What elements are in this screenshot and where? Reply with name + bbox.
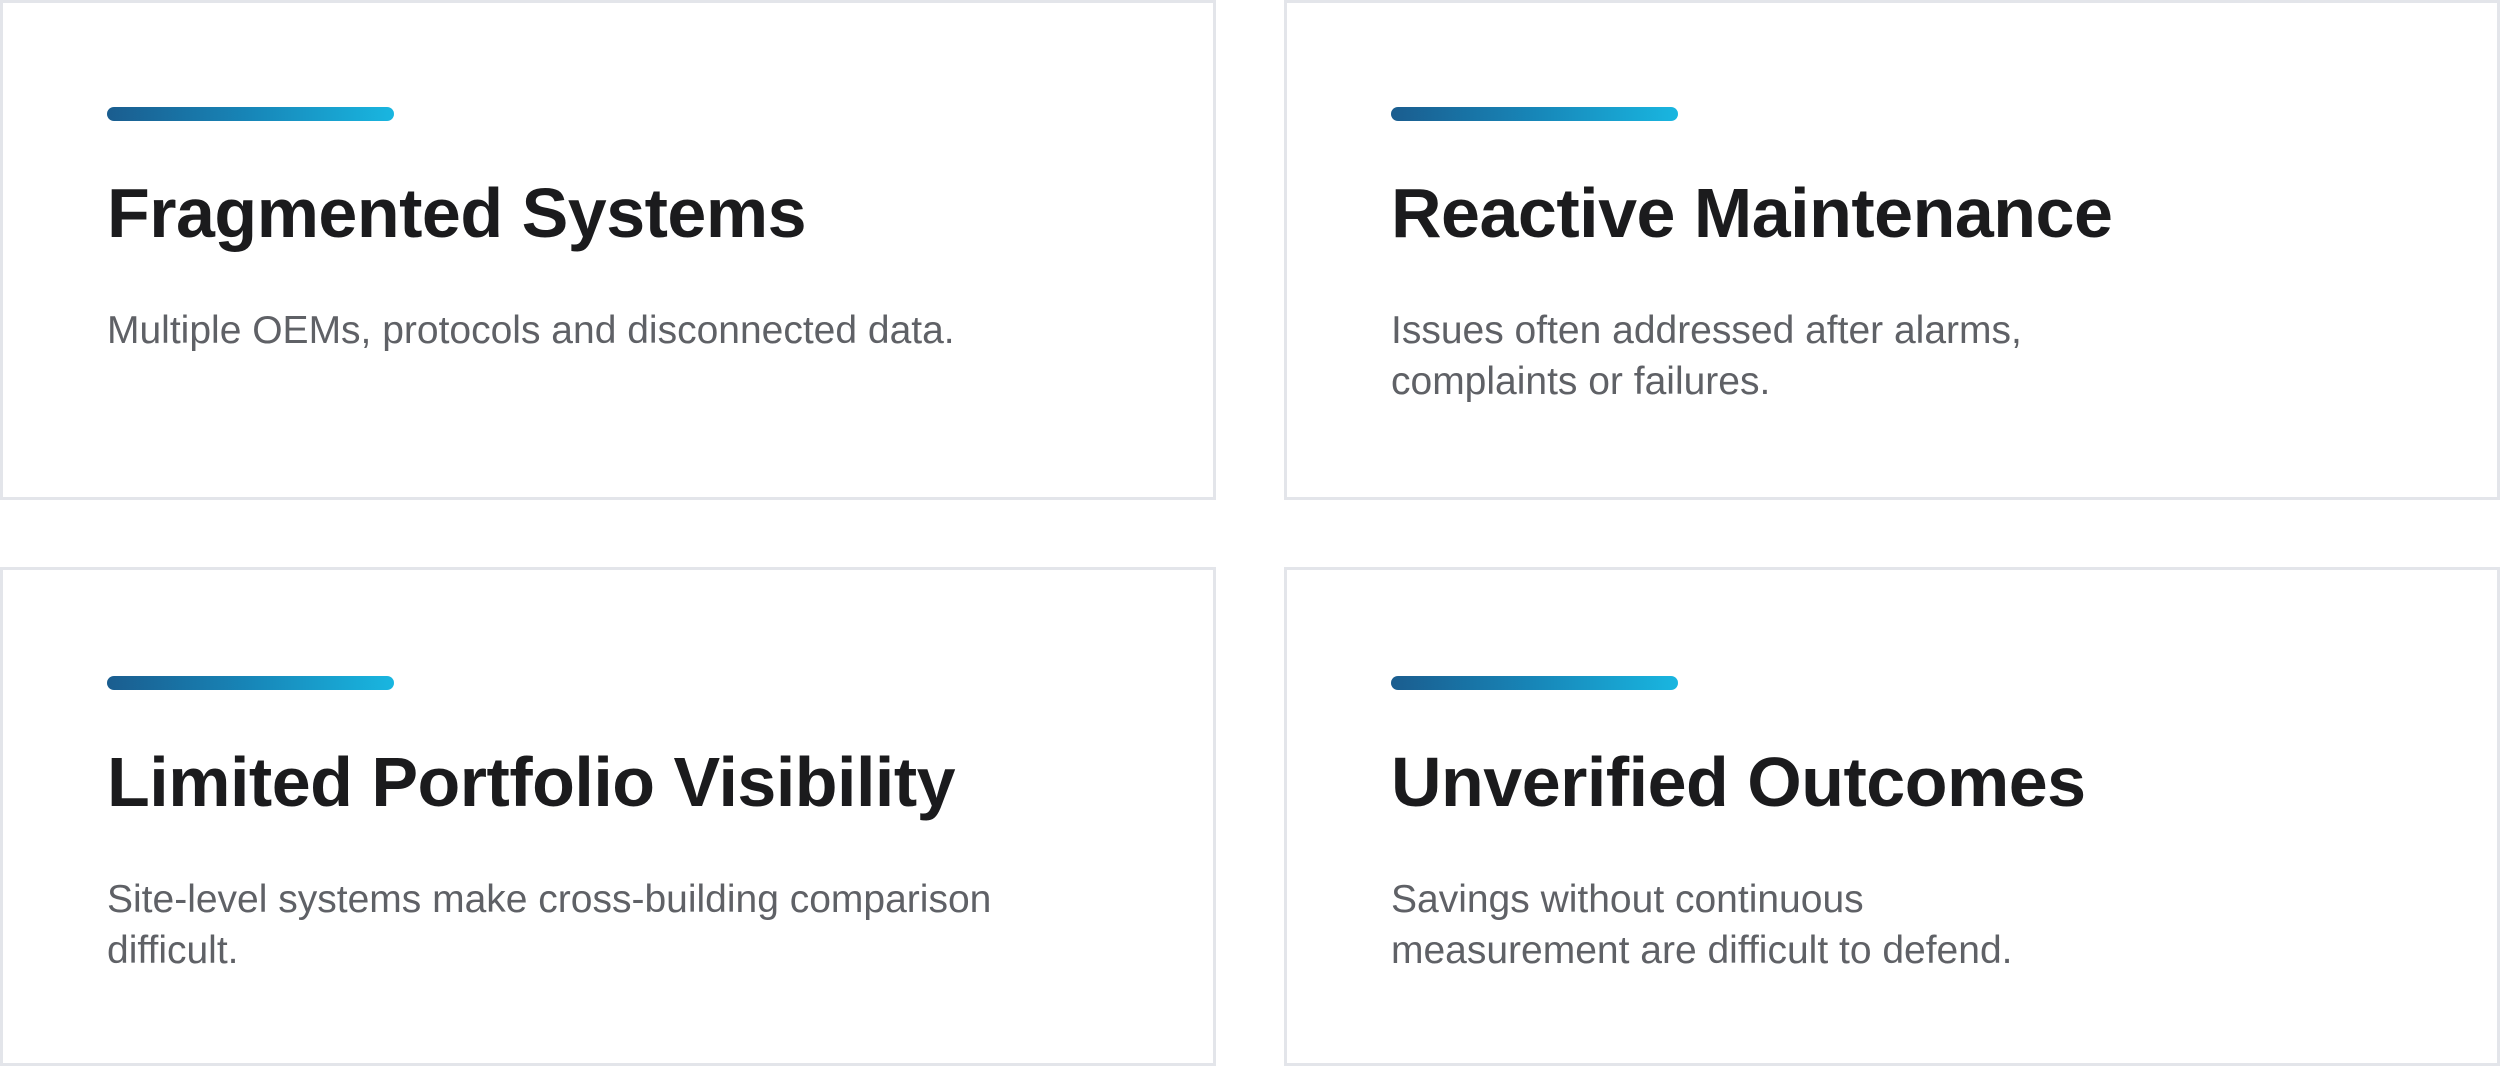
accent-bar: [1391, 676, 1678, 690]
card-description: Issues often addressed after alarms, com…: [1391, 309, 2022, 403]
challenge-card-unverified-outcomes: Unverified Outcomes Savings without cont…: [1284, 567, 2500, 1066]
card-title: Limited Portfolio Visibility: [107, 743, 956, 821]
accent-bar: [107, 676, 394, 690]
card-description: Savings without continuous measurement a…: [1391, 878, 2013, 972]
challenge-card-limited-portfolio-visibility: Limited Portfolio Visibility Site-level …: [0, 567, 1216, 1066]
card-title: Reactive Maintenance: [1391, 174, 2113, 252]
challenge-card-reactive-maintenance: Reactive Maintenance Issues often addres…: [1284, 0, 2500, 500]
card-description: Multiple OEMs, protocols and disconnecte…: [107, 309, 955, 352]
accent-bar: [107, 107, 394, 121]
accent-bar: [1391, 107, 1678, 121]
card-title: Unverified Outcomes: [1391, 743, 2086, 821]
card-description: Site-level systems make cross-building c…: [107, 878, 992, 972]
card-title: Fragmented Systems: [107, 174, 807, 252]
challenge-card-fragmented-systems: Fragmented Systems Multiple OEMs, protoc…: [0, 0, 1216, 500]
